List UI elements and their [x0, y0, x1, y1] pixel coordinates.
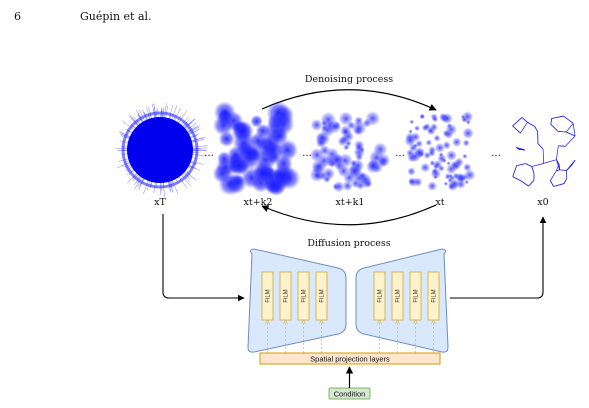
condition-label: Condition	[334, 390, 366, 399]
sample-xt-k1-image	[309, 110, 391, 193]
film-label: FiLM	[320, 289, 326, 302]
spatial-projection-box	[259, 352, 441, 365]
denoising-arrow	[261, 89, 437, 111]
ellipsis-4: ...	[491, 148, 501, 159]
page-number: 6	[14, 10, 21, 23]
film-label: FiLM	[396, 289, 402, 302]
running-head: Guépin et al.	[80, 10, 152, 23]
film-label: FiLM	[432, 289, 438, 302]
denoising-process-label: Denoising process	[305, 74, 393, 85]
input-connector-arrow	[162, 214, 245, 302]
film-block: FiLM	[297, 271, 310, 321]
spatial-projection-label: Spatial projection layers	[310, 355, 390, 364]
diffusion-arrow	[261, 204, 437, 226]
sample-label-xt-k2: xt+k2	[244, 197, 273, 208]
film-label: FiLM	[414, 289, 420, 302]
ellipsis-1: ...	[204, 148, 214, 159]
film-block: FiLM	[427, 271, 440, 321]
output-connector-arrow	[450, 216, 547, 299]
sample-x0-image	[512, 115, 576, 187]
film-block: FiLM	[279, 271, 292, 321]
film-label: FiLM	[266, 289, 272, 302]
sample-label-xt-k1: xt+k1	[336, 197, 365, 208]
film-label: FiLM	[302, 289, 308, 302]
sample-xt-k2-image	[212, 100, 301, 196]
diffusion-process-label: Diffusion process	[307, 238, 390, 249]
film-label: FiLM	[284, 289, 290, 302]
film-block: FiLM	[261, 271, 274, 321]
film-block: FiLM	[409, 271, 422, 321]
ellipsis-2: ...	[302, 148, 312, 159]
film-block: FiLM	[391, 271, 404, 321]
film-block: FiLM	[373, 271, 386, 321]
sample-label-xT: xT	[154, 197, 166, 208]
film-block: FiLM	[315, 271, 328, 321]
film-label: FiLM	[378, 289, 384, 302]
sample-label-xt: xt	[435, 197, 444, 208]
sample-xt-image	[404, 111, 476, 192]
sample-label-x0: x0	[537, 197, 548, 208]
sample-xT-image	[115, 103, 208, 197]
ellipsis-3: ...	[395, 148, 405, 159]
